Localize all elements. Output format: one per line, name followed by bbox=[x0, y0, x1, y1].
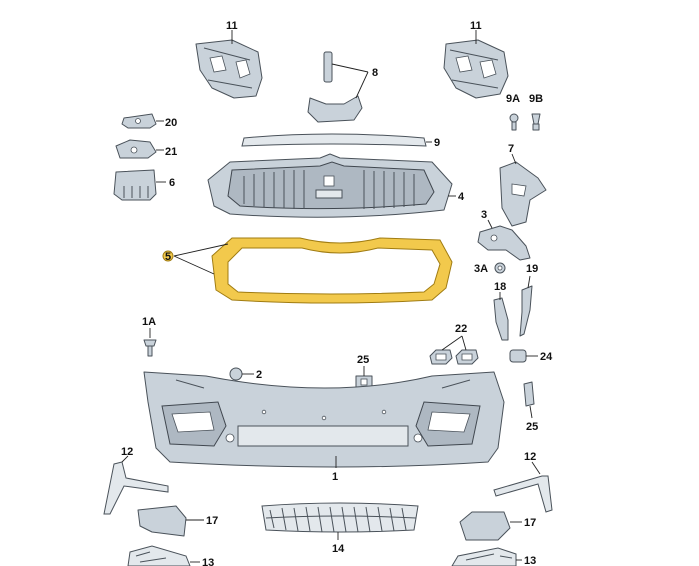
part-19-strip: 19 bbox=[519, 263, 538, 337]
part-25-right-bracket: 25 bbox=[523, 381, 538, 433]
callout-18: 18 bbox=[494, 281, 506, 293]
callout-11-left: 11 bbox=[226, 20, 238, 32]
callout-9a: 9A bbox=[506, 93, 520, 105]
part-1-bumper-cover: 1 bbox=[143, 371, 505, 483]
callout-17-left: 17 bbox=[206, 515, 218, 527]
callout-5: 5 bbox=[165, 251, 171, 263]
callout-22: 22 bbox=[455, 323, 467, 335]
part-12-right-strip: 12 bbox=[493, 451, 553, 513]
callout-4: 4 bbox=[458, 191, 465, 203]
part-13-left-grille-insert: 13 bbox=[127, 545, 214, 566]
part-17-right-bracket: 17 bbox=[459, 511, 536, 541]
callout-14: 14 bbox=[332, 543, 345, 555]
callout-6: 6 bbox=[169, 177, 175, 189]
part-2-plug: 2 bbox=[229, 367, 262, 381]
part-9b-clip: 9B bbox=[529, 93, 543, 131]
part-13-right-grille-insert: 13 bbox=[451, 547, 536, 566]
callout-12-right: 12 bbox=[524, 451, 536, 463]
callout-13-right: 13 bbox=[524, 555, 536, 566]
part-4-radiator-grille: 4 bbox=[207, 153, 465, 218]
callout-1: 1 bbox=[332, 471, 338, 483]
callout-8: 8 bbox=[372, 67, 378, 79]
callout-3a: 3A bbox=[474, 263, 488, 275]
callout-17-right: 17 bbox=[524, 517, 536, 529]
part-12-left-strip: 12 bbox=[103, 446, 169, 515]
part-3-bracket: 3 bbox=[477, 209, 531, 261]
part-3a-clip: 3A bbox=[474, 262, 506, 275]
part-22-washers: 22 bbox=[429, 323, 479, 365]
callout-11-right: 11 bbox=[470, 20, 482, 32]
part-17-left-bracket: 17 bbox=[137, 505, 218, 537]
part-9a-screw: 9A bbox=[506, 93, 520, 131]
part-7-bracket: 7 bbox=[499, 143, 547, 227]
part-14-lower-grille: 14 bbox=[261, 502, 419, 555]
callout-25-right: 25 bbox=[526, 421, 538, 433]
part-1a-screw: 1A bbox=[142, 316, 157, 357]
callout-25-center: 25 bbox=[357, 354, 369, 366]
part-5-grille-frame-highlighted: 5 bbox=[162, 237, 453, 304]
part-18-strip: 18 bbox=[493, 281, 509, 341]
callout-13-left: 13 bbox=[202, 557, 214, 566]
part-11-left-bracket: 11 bbox=[195, 20, 263, 99]
part-9-trim-strip: 9 bbox=[241, 133, 440, 149]
part-6-cover: 6 bbox=[113, 169, 175, 201]
callout-24: 24 bbox=[540, 351, 553, 363]
part-24-cap: 24 bbox=[509, 349, 553, 363]
callout-1a: 1A bbox=[142, 316, 156, 328]
part-25-center-clip: 25 bbox=[355, 354, 373, 389]
callout-19: 19 bbox=[526, 263, 538, 275]
callout-9b: 9B bbox=[529, 93, 543, 105]
callout-12-left: 12 bbox=[121, 446, 133, 458]
callout-21: 21 bbox=[165, 146, 177, 158]
callout-2: 2 bbox=[256, 369, 262, 381]
callout-7: 7 bbox=[508, 143, 514, 155]
callout-9: 9 bbox=[434, 137, 440, 149]
callout-20: 20 bbox=[165, 117, 177, 129]
part-11-right-bracket: 11 bbox=[443, 20, 509, 99]
part-21-bracket: 21 bbox=[115, 139, 177, 159]
callout-3: 3 bbox=[481, 209, 487, 221]
part-8-sensor-holder: 8 bbox=[307, 51, 378, 123]
part-20-bracket: 20 bbox=[121, 113, 177, 129]
